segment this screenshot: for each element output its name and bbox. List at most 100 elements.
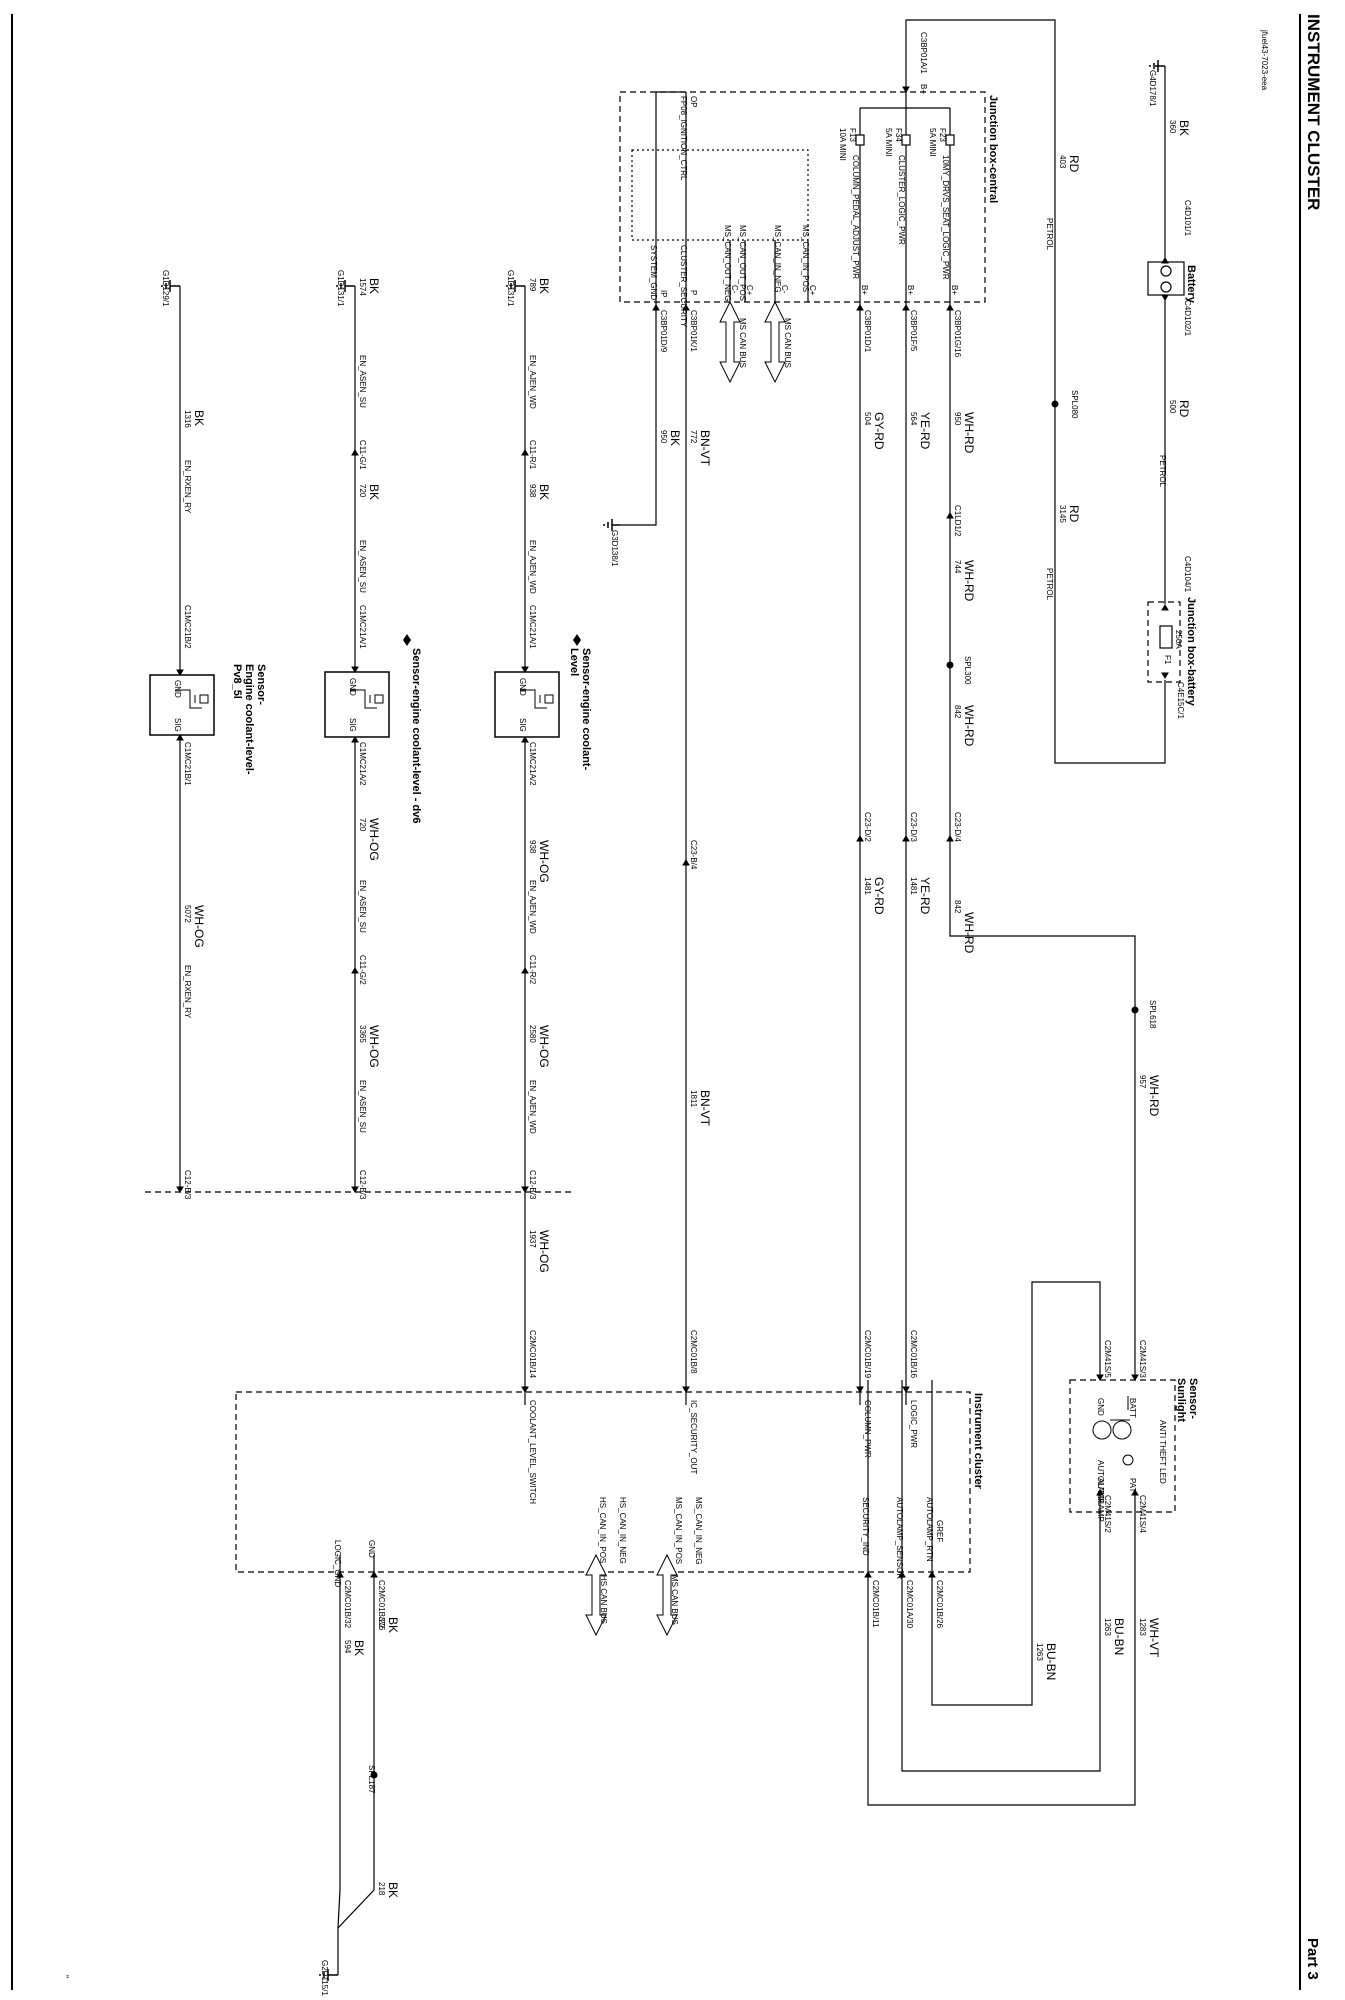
wire-color: YE-RD (918, 877, 932, 915)
connector-markers (176, 86, 1169, 1578)
wires (179, 19, 1166, 1975)
label: C2M41S/5 (1103, 1340, 1112, 1378)
label: C12-B/3 (528, 1170, 537, 1200)
can-bus-arrows (585, 300, 786, 1637)
wire-number: 504 (863, 412, 872, 426)
label: C2MC01B/14 (528, 1330, 537, 1379)
sensor-coolant-level-label-1: Sensor-engine coolant- (580, 648, 592, 771)
label: C2MC01B/32 (343, 1580, 352, 1629)
ground-label: G2D115/1 (320, 1960, 329, 1996)
page-title: INSTRUMENT CLUSTER (1304, 14, 1323, 210)
label: F13 (848, 128, 857, 142)
label: C3BP01D/9 (659, 310, 668, 353)
label: C1MC21A/2 (528, 742, 537, 786)
label: MS_CAN_IN_NEG (694, 1497, 703, 1565)
label: SIG (348, 718, 357, 732)
label: B+ (860, 285, 869, 295)
label: SPL300 (963, 656, 972, 685)
wire-color: BK (367, 484, 381, 500)
battery-symbol (1147, 261, 1185, 296)
sunlight-glyph (1092, 1396, 1134, 1466)
wire-color: WH-RD (1147, 1075, 1161, 1117)
wire-number: 1283 (1138, 1618, 1147, 1636)
label: 5A MINI (928, 128, 937, 156)
dotted-inner (631, 149, 809, 241)
wire-number: 1811 (689, 1090, 698, 1108)
wire-color: BK (352, 1640, 366, 1656)
wire-number: 957 (1138, 1075, 1147, 1089)
label: EN_AJEN_WD (528, 540, 537, 594)
wire-color-labels: BK RD RD RD WH-RD WH-RD WH-RD WH-RD WH-R… (192, 120, 1191, 1898)
label: SYSTEM_GND (649, 245, 658, 300)
label: HS_CAN_IN_NEG (618, 1497, 627, 1564)
wire-number: 1481 (909, 877, 918, 895)
wire-number: 720 (358, 484, 367, 498)
wire-color: RD (1177, 400, 1191, 418)
label: EN_AJEN_WD (528, 355, 537, 409)
label: MS_CAN_OUT_POS (738, 225, 747, 301)
label: C1LD1/2 (953, 505, 962, 537)
wire-number: 842 (953, 900, 962, 914)
label: C2MC01B/26 (935, 1580, 944, 1629)
label: C12-B/3 (358, 1170, 367, 1200)
label: C3BP01A/1 (919, 32, 928, 74)
label: GREF (935, 1520, 944, 1542)
label: MS_CAN_IN_POS (801, 225, 810, 292)
sensor-pv8-label-1: Sensor- (255, 664, 267, 705)
wire-number: 2580 (528, 1025, 537, 1043)
label: C23-D/2 (863, 812, 872, 842)
label: C3BP01K/1 (689, 310, 698, 352)
label: PAT (1128, 1478, 1137, 1492)
label: C11-R/2 (528, 955, 537, 985)
label: COLUMN_PWR (863, 1400, 872, 1458)
wire-number: 5072 (183, 905, 192, 923)
label: GND (1096, 1398, 1105, 1416)
label: EN_RXEN_RY (183, 965, 192, 1019)
wire-color: RD (1067, 505, 1081, 523)
label: P (689, 290, 698, 295)
battery-label: Battery (1185, 265, 1197, 304)
ground-label: G1D131/1 (336, 270, 345, 307)
label: C+ (808, 285, 817, 296)
wire-number: 1481 (863, 877, 872, 895)
label: C2MC01A/30 (905, 1580, 914, 1629)
junction-box-battery-label: Junction box-battery (1185, 597, 1197, 707)
label: C2MC01B/22 (377, 1580, 386, 1629)
wire-number: 1263 (1103, 1618, 1112, 1636)
sensor-pv8-label-2: Engine coolant-level- (243, 664, 255, 775)
wire-number-labels: 360 403 500 3145 950 564 504 772 950 744… (183, 120, 1177, 1896)
wire-color: YE-RD (918, 412, 932, 450)
label: C2MC01B/16 (909, 1330, 918, 1379)
wire-color: BN-VT (698, 430, 712, 467)
coolant-sensor-boxes (149, 671, 560, 738)
wire-number: 950 (953, 412, 962, 426)
wire-color: WH-OG (192, 905, 206, 948)
label: C23-B/4 (689, 840, 698, 870)
fuse-symbols (855, 134, 1173, 649)
wire-number: 1316 (183, 410, 192, 428)
label: MS CAN BUS (670, 1575, 679, 1625)
doc-code: jfuel43-7023-eea (1260, 29, 1269, 91)
wire-color: BK (1177, 120, 1191, 136)
label: C4D102/1 (1183, 300, 1192, 337)
label: C2M41S/4 (1138, 1495, 1147, 1533)
label: C2MC01B/11 (871, 1580, 880, 1628)
junction-box-central-label: Junction box-central (987, 95, 999, 203)
wire-number: 842 (953, 705, 962, 719)
wire-color: BK (192, 410, 206, 426)
connector-labels: PETROL PETROL PETROL C4D101/1 C4D102/1 C… (173, 32, 1192, 1794)
label: GND (348, 678, 357, 696)
wire-number: 1574 (358, 278, 367, 296)
label: IC_SECURITY_OUT (689, 1400, 698, 1474)
label: OP (689, 96, 698, 108)
ground-label: G1D129/1 (161, 270, 170, 307)
label: EN_ASEN_SU (358, 540, 367, 593)
label: ANTI THEFT LED (1158, 1420, 1167, 1484)
label: C3BP01G/16 (953, 310, 962, 358)
wire-number: 1263 (1035, 1643, 1044, 1661)
wire-color: BN-VT (698, 1090, 712, 1127)
label: C- (780, 285, 789, 294)
wire-color: BU-BN (1044, 1643, 1058, 1680)
component-labels: Battery Junction box-battery Junction bo… (231, 95, 1199, 1490)
